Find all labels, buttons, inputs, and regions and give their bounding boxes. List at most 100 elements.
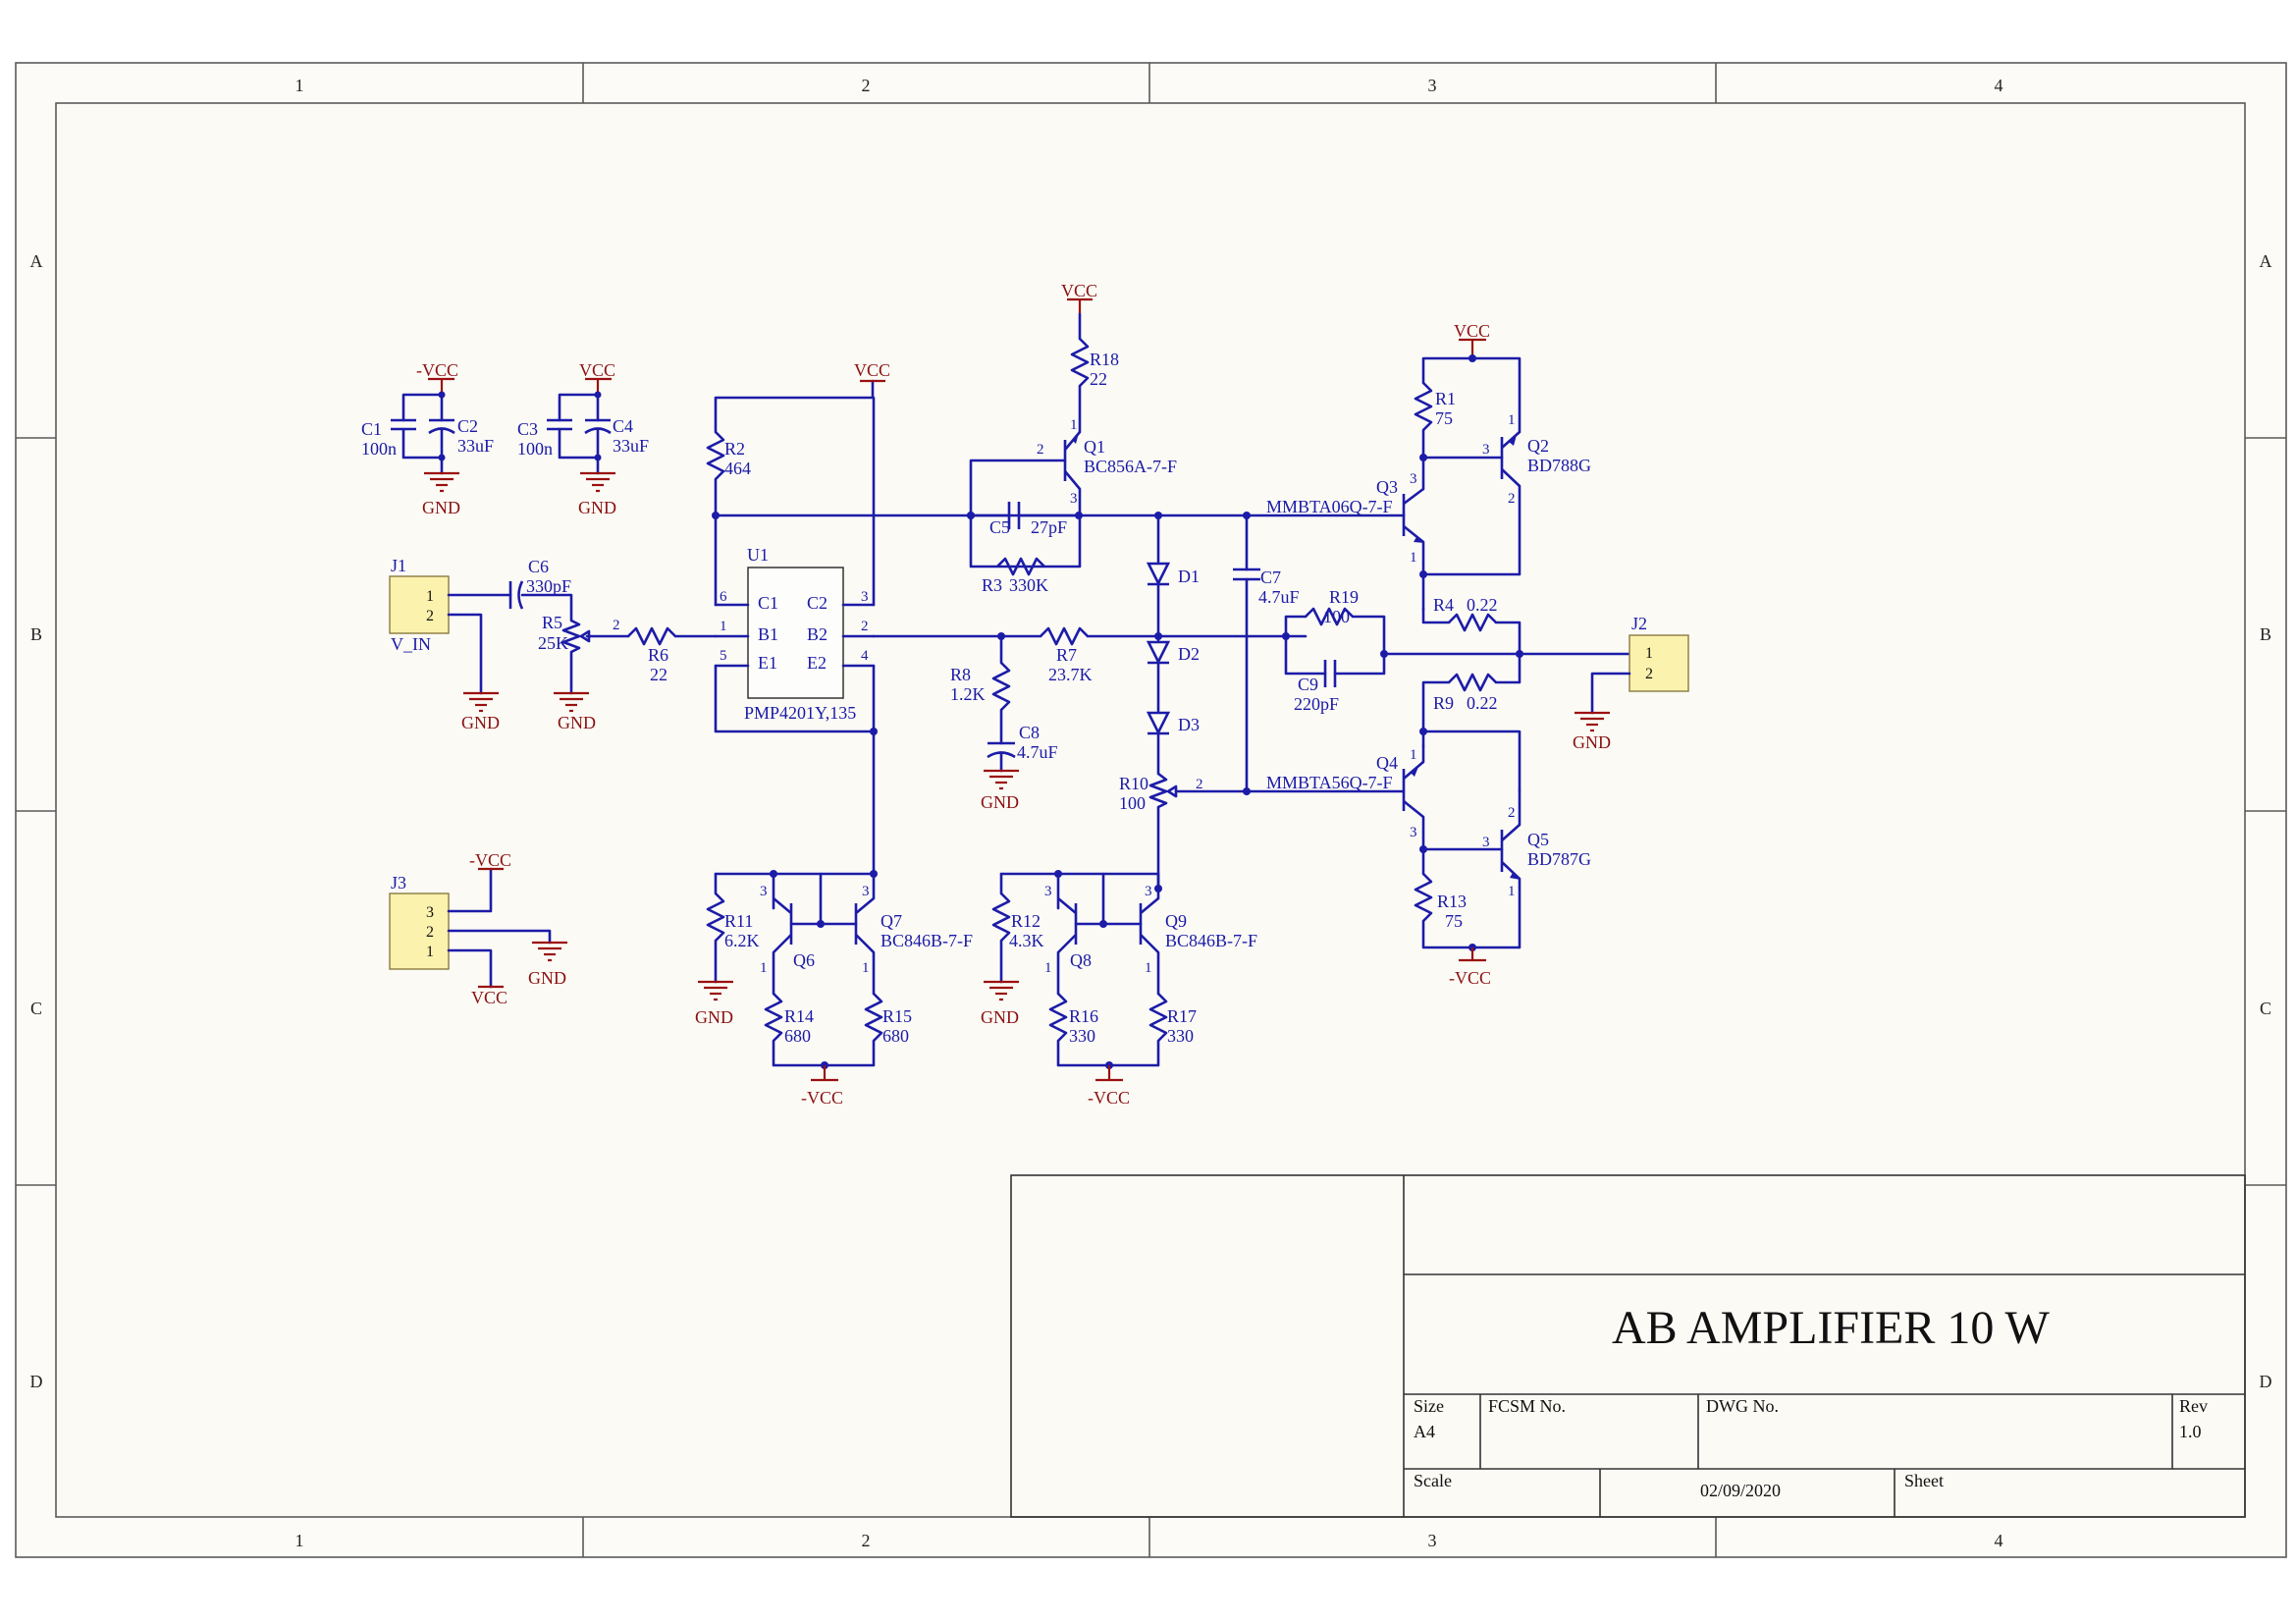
resistor-r17[interactable]: R17 330	[1148, 993, 1197, 1046]
zone-row-d-right: D	[2260, 1372, 2272, 1391]
gnd-label-decoupling-1: GND	[422, 498, 460, 517]
connector-j2[interactable]: 1 2 J2	[1629, 614, 1689, 692]
zone-col-1: 1	[295, 76, 304, 95]
r12-value: 4.3K	[1009, 931, 1044, 950]
u1-pin-num-5: 5	[720, 648, 727, 664]
r15-value: 680	[882, 1026, 909, 1046]
resistor-r13[interactable]: R13 75	[1414, 873, 1467, 931]
q2-value: BD788G	[1527, 456, 1591, 475]
u1-pin-c2: C2	[807, 593, 828, 613]
resistor-r18[interactable]: R18 22	[1070, 338, 1119, 389]
q3-pin-3: 3	[1410, 471, 1417, 487]
net-label-neg-vcc: -VCC	[416, 360, 458, 380]
resistor-r6[interactable]: R6 22	[627, 626, 676, 684]
r9-ref: R9	[1433, 693, 1454, 713]
zone-row-b-right: B	[2260, 624, 2271, 644]
zone-col-3-bottom: 3	[1428, 1531, 1437, 1550]
r14-value: 680	[784, 1026, 811, 1046]
q4-pin-1: 1	[1410, 747, 1417, 763]
resistor-r10[interactable]: R10 100 2	[1119, 772, 1203, 813]
gnd-label-c8: GND	[981, 792, 1019, 812]
r12-ref: R12	[1011, 911, 1041, 931]
resistor-r7[interactable]: R7 23.7K	[1040, 626, 1093, 684]
rev-value: 1.0	[2179, 1422, 2202, 1441]
q4-value: MMBTA56Q-7-F	[1266, 773, 1393, 792]
capacitor-c5[interactable]: C5 27pF	[969, 502, 1081, 537]
transistor-q1[interactable]: Q1 BC856A-7-F 1 2 3	[1037, 417, 1177, 507]
r8-value: 1.2K	[950, 684, 986, 704]
r4-ref: R4	[1433, 595, 1454, 615]
gnd-label-r5: GND	[558, 713, 596, 732]
r7-value: 23.7K	[1048, 665, 1093, 684]
c4-ref: C4	[613, 416, 633, 436]
j1-ref: J1	[391, 556, 406, 575]
transistor-q5[interactable]: Q5 BD787G 3 2 1	[1482, 805, 1591, 899]
transistor-q9[interactable]: Q9 BC846B-7-F 3 1	[1139, 884, 1257, 976]
c2-ref: C2	[457, 416, 478, 436]
u1-pin-e2: E2	[807, 653, 827, 673]
transistor-q7[interactable]: Q7 BC846B-7-F 3 1	[854, 884, 973, 976]
r5-ref: R5	[542, 613, 562, 632]
c3-ref: C3	[517, 419, 538, 439]
r3-ref: R3	[982, 575, 1002, 595]
transistor-q3[interactable]: Q3 MMBTA06Q-7-F 3 1	[1266, 471, 1424, 566]
resistor-r16[interactable]: R16 330	[1048, 993, 1098, 1046]
q1-ref: Q1	[1084, 437, 1105, 457]
u1-pin-num-6: 6	[720, 589, 727, 605]
r6-value: 22	[650, 665, 667, 684]
r11-value: 6.2K	[724, 931, 760, 950]
resistor-r12[interactable]: R12 4.3K	[991, 872, 1044, 984]
capacitor-c9[interactable]: C9 220pF	[1294, 660, 1339, 714]
c8-ref: C8	[1019, 723, 1040, 742]
q3-ref: Q3	[1376, 477, 1398, 497]
date-value: 02/09/2020	[1700, 1481, 1781, 1500]
resistor-r9[interactable]: R9 0.22	[1433, 673, 1498, 713]
zone-row-a: A	[30, 251, 43, 271]
transistor-q4[interactable]: Q4 MMBTA56Q-7-F 1 3	[1266, 747, 1424, 840]
j2-ref: J2	[1631, 614, 1647, 633]
q9-ref: Q9	[1165, 911, 1187, 931]
j3-pin-3: 3	[426, 904, 434, 921]
net-label-vcc-q1: VCC	[1061, 281, 1097, 300]
resistor-r4[interactable]: R4 0.22	[1433, 595, 1498, 632]
q7-pin-3: 3	[862, 884, 870, 899]
r15-ref: R15	[882, 1006, 912, 1026]
q6-ref: Q6	[793, 950, 815, 970]
c6-ref: C6	[528, 557, 549, 576]
zone-col-1-bottom: 1	[295, 1531, 304, 1550]
ic-u1[interactable]: U1 C1 C2 B1 B2 E1 E2 PMP4201Y,135 6 3 1 …	[720, 545, 869, 723]
q3-pin-1: 1	[1410, 550, 1417, 566]
q7-pin-1: 1	[862, 960, 870, 976]
dwg-label: DWG No.	[1706, 1396, 1779, 1416]
resistor-r3[interactable]: R3 330K	[982, 557, 1048, 595]
q8-pin-3: 3	[1044, 884, 1052, 899]
j3-pin-2: 2	[426, 924, 434, 941]
q1-pin-3: 3	[1070, 491, 1078, 507]
resistor-r19[interactable]: R19 100	[1305, 587, 1359, 626]
r19-value: 100	[1323, 607, 1350, 626]
resistor-r11[interactable]: R11 6.2K	[706, 872, 760, 984]
net-label-vcc-u1: VCC	[854, 360, 890, 380]
rev-label: Rev	[2179, 1396, 2208, 1416]
r6-ref: R6	[648, 645, 668, 665]
resistor-r2[interactable]: R2 464	[706, 431, 751, 480]
resistor-r15[interactable]: R15 680	[864, 993, 912, 1046]
j1-pin-2: 2	[426, 608, 434, 624]
d2-ref: D2	[1178, 644, 1200, 664]
resistor-r1[interactable]: R1 75	[1414, 382, 1456, 431]
transistor-q2[interactable]: Q2 BD788G 3 1 2	[1482, 412, 1591, 507]
transistor-q8[interactable]: Q8 3 1	[1044, 872, 1092, 976]
connector-j1[interactable]: 1 2 J1 V_IN	[389, 556, 450, 654]
r2-ref: R2	[724, 439, 745, 459]
zone-labels: 1 2 3 4 1 2 3 4 A B C D A B C D	[30, 76, 2272, 1550]
r3-value: 330K	[1009, 575, 1048, 595]
resistor-r5[interactable]: R5 25K 2	[538, 613, 630, 695]
connector-j3[interactable]: 3 2 1 J3	[389, 873, 450, 970]
u1-pin-e1: E1	[758, 653, 777, 673]
r9-value: 0.22	[1467, 693, 1498, 713]
q6-pin-1: 1	[760, 960, 768, 976]
capacitor-c7[interactable]: C7 4.7uF	[1233, 514, 1300, 793]
resistor-r8[interactable]: R8 1.2K	[950, 662, 1011, 711]
u1-pin-b1: B1	[758, 624, 778, 644]
resistor-r14[interactable]: R14 680	[764, 993, 814, 1046]
